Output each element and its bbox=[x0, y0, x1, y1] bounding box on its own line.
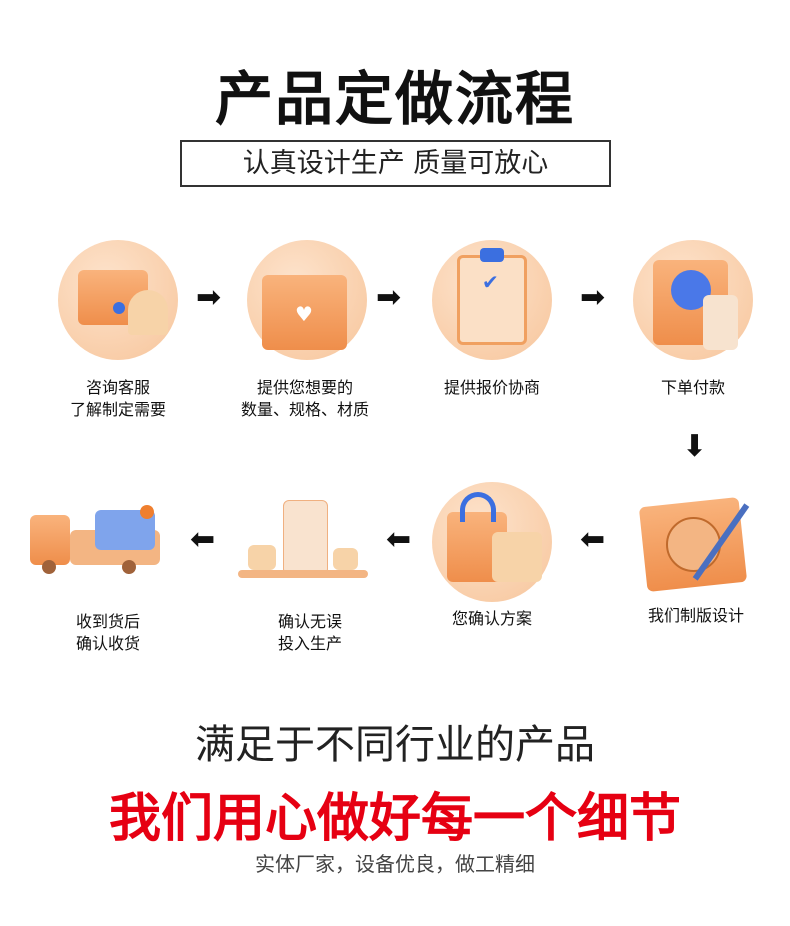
step-2-line2: 数量、规格、材质 bbox=[240, 400, 369, 419]
step-2-line1: 提供您想要的 bbox=[256, 378, 353, 397]
arrow-right-icon: ➡ bbox=[376, 280, 402, 315]
arrow-right-icon: ➡ bbox=[580, 280, 606, 315]
step-label-2: 提供您想要的数量、规格、材质 bbox=[220, 377, 390, 421]
step-3-line1: 提供报价协商 bbox=[443, 378, 540, 397]
step-label-8: 收到货后确认收货 bbox=[23, 611, 193, 655]
step-8-line2: 确认收货 bbox=[75, 634, 140, 653]
footer-tagline: 实体厂家，设备优良，做工精细 bbox=[255, 852, 535, 876]
envelope-bell-icon bbox=[58, 240, 178, 360]
factory-conveyor-icon bbox=[238, 500, 368, 580]
folder-icon: ♥ bbox=[247, 240, 367, 360]
payment-terminal-icon bbox=[633, 240, 753, 360]
step-1-line1: 咨询客服 bbox=[85, 378, 150, 397]
step-1-line2: 了解制定需要 bbox=[69, 400, 166, 419]
footer-heading: 满足于不同行业的产品 bbox=[195, 722, 595, 768]
subtitle-box: 认真设计生产 质量可放心 bbox=[180, 140, 611, 187]
step-label-5: 我们制版设计 bbox=[611, 605, 781, 627]
footer-slogan: 我们用心做好每一个细节 bbox=[108, 789, 681, 849]
shopping-bag-icon bbox=[432, 482, 552, 602]
clipboard-icon: ✔ bbox=[432, 240, 552, 360]
step-8-line1: 收到货后 bbox=[75, 612, 140, 631]
arrow-left-icon: ⬅ bbox=[580, 522, 606, 557]
page-title: 产品定做流程 bbox=[214, 65, 575, 133]
step-label-3: 提供报价协商 bbox=[407, 377, 577, 399]
step-5-line1: 我们制版设计 bbox=[647, 606, 744, 625]
step-label-1: 咨询客服了解制定需要 bbox=[33, 377, 203, 421]
step-6-line1: 您确认方案 bbox=[451, 609, 532, 628]
step-label-4: 下单付款 bbox=[608, 377, 778, 399]
arrow-left-icon: ⬅ bbox=[386, 522, 412, 557]
step-label-7: 确认无误投入生产 bbox=[225, 611, 395, 655]
step-7-line1: 确认无误 bbox=[277, 612, 342, 631]
arrow-left-icon: ⬅ bbox=[190, 522, 216, 557]
step-4-line1: 下单付款 bbox=[660, 378, 725, 397]
design-drafting-icon bbox=[638, 482, 758, 602]
delivery-truck-icon bbox=[30, 505, 165, 575]
arrow-down-icon: ⬇ bbox=[682, 429, 708, 464]
step-7-line2: 投入生产 bbox=[277, 634, 342, 653]
step-label-6: 您确认方案 bbox=[407, 608, 577, 630]
arrow-right-icon: ➡ bbox=[196, 280, 222, 315]
